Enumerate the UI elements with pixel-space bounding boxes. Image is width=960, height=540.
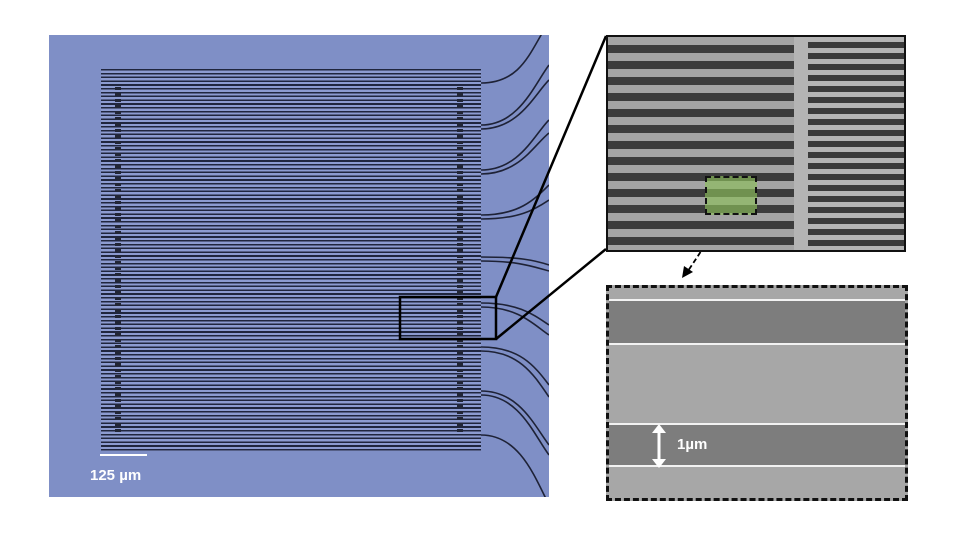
dimension-label: 1µm	[677, 436, 708, 453]
optical-micrograph-panel: 125 µm	[49, 35, 549, 497]
wire-edge	[609, 423, 905, 425]
arrow-head-icon	[682, 266, 693, 278]
left-bus-bar	[115, 87, 121, 433]
grating-array	[101, 69, 481, 451]
right-bus-bar	[457, 87, 463, 433]
fan-out-leads	[398, 35, 549, 497]
wire-edge	[609, 343, 905, 345]
wire-edge	[609, 299, 905, 301]
scale-bar	[100, 454, 147, 456]
highlight-region	[705, 176, 757, 215]
sem-spine	[794, 37, 808, 250]
sem-top-inset	[606, 35, 906, 252]
wire-edge	[609, 465, 905, 467]
sem-bottom-inset: 1µm	[606, 285, 908, 501]
wire-band-top	[609, 301, 905, 343]
scale-bar-label: 125 µm	[90, 467, 142, 484]
dimension-arrow-icon	[652, 424, 666, 468]
sem-right-fingers	[808, 37, 904, 250]
zoom-region-box	[398, 295, 498, 341]
